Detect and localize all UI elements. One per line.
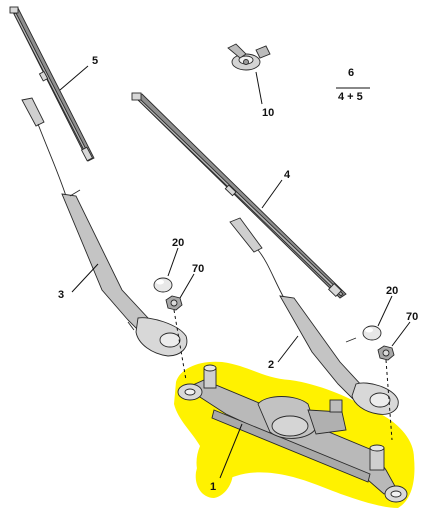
leader-4 <box>261 179 283 209</box>
linkage-highlight-tail <box>195 451 233 498</box>
callout-20-left: 20 <box>172 237 184 249</box>
leader-1 <box>219 423 243 479</box>
leader-5 <box>59 65 89 91</box>
leader-20-right <box>377 295 393 327</box>
cap-part-20-left <box>153 277 173 293</box>
cap-part-20-right <box>362 325 382 341</box>
wiper-arm-part-3 <box>21 97 188 357</box>
callout-2: 2 <box>268 359 274 371</box>
leader-3 <box>71 263 99 293</box>
leader-20-left <box>167 247 179 277</box>
callout-3: 3 <box>58 289 64 301</box>
nut-part-70-right <box>377 345 395 361</box>
callout-10: 10 <box>262 107 274 119</box>
wiper-linkage-part-1 <box>177 364 408 503</box>
leader-70-right <box>391 321 411 347</box>
wiper-arm-part-2 <box>229 217 399 415</box>
leader-70-left <box>179 273 195 299</box>
wiper-blade-part-4 <box>131 92 347 299</box>
leader-10 <box>255 71 263 105</box>
callout-5: 5 <box>92 55 98 67</box>
callout-1: 1 <box>210 481 216 493</box>
callout-70-left: 70 <box>192 263 204 275</box>
nut-part-70-left <box>165 295 183 311</box>
clip-part-10 <box>227 43 271 71</box>
callout-20-right: 20 <box>386 285 398 297</box>
leader-2 <box>277 335 299 363</box>
kit-formula: 4 + 5 <box>338 91 363 103</box>
assembly-guide-right <box>385 359 393 441</box>
callout-4: 4 <box>284 169 291 181</box>
wiper-blade-part-5 <box>9 6 95 162</box>
callout-6: 6 <box>348 67 354 79</box>
callout-70-right: 70 <box>406 311 418 323</box>
